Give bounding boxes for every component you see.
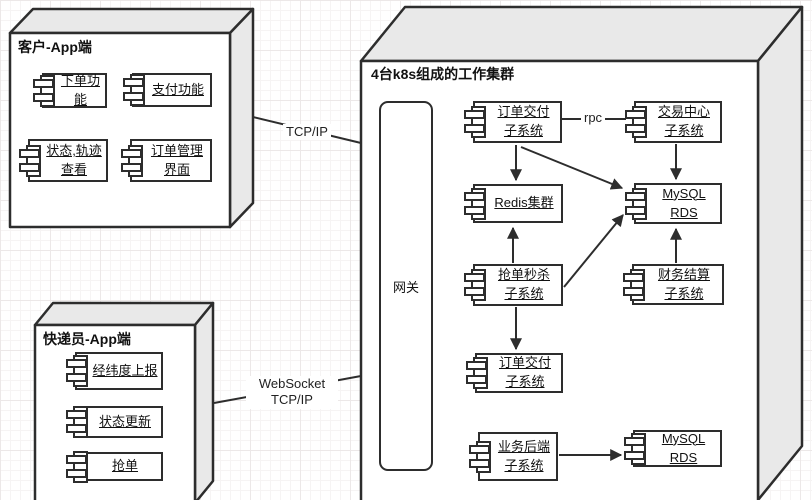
customer-app-title: 客户-App端 xyxy=(18,39,92,55)
component-label: Redis集群 xyxy=(494,195,554,211)
component-order-manage-ui[interactable]: 订单管理 界面 xyxy=(121,139,212,182)
component-label: 订单管理 界面 xyxy=(150,142,203,177)
component-label: 抢单秒杀 子系统 xyxy=(497,267,550,301)
component-label: MySQL RDS xyxy=(662,185,706,220)
component-biz-backend[interactable]: 业务后端 子系统 xyxy=(469,432,558,481)
component-grab-order[interactable]: 抢单 xyxy=(66,450,163,483)
gateway-label: 网关 xyxy=(392,279,419,295)
component-label: 交易中心 子系统 xyxy=(657,104,710,138)
edge-label-tcpip: TCP/IP xyxy=(283,124,331,141)
component-seckill[interactable]: 抢单秒杀 子系统 xyxy=(464,264,563,306)
component-mysql-rds-2[interactable]: MySQL RDS xyxy=(624,430,722,467)
gateway-node[interactable]: 网关 xyxy=(379,101,433,471)
component-status-update[interactable]: 状态更新 xyxy=(66,406,163,438)
component-order-delivery-2[interactable]: 订单交付 子系统 xyxy=(466,353,563,393)
component-payment[interactable]: 支付功能 xyxy=(123,73,212,107)
component-label: 经纬度上报 xyxy=(92,362,158,378)
component-label: 抢单 xyxy=(111,458,138,474)
component-geo-report[interactable]: 经纬度上报 xyxy=(66,352,163,390)
courier-app-title: 快递员-App端 xyxy=(43,331,131,347)
component-label: 订单交付 子系统 xyxy=(497,104,550,138)
component-label: 状态,轨迹 查看 xyxy=(46,142,102,177)
component-finance-settle[interactable]: 财务结算 子系统 xyxy=(623,264,724,305)
component-label: 状态更新 xyxy=(98,413,151,429)
component-label: 业务后端 子系统 xyxy=(497,438,550,473)
component-status-track[interactable]: 状态,轨迹 查看 xyxy=(19,139,108,182)
edge-orderdeliver-to-mysql xyxy=(520,146,624,190)
component-order-delivery-1[interactable]: 订单交付 子系统 xyxy=(464,101,562,143)
edge-label-rpc: rpc xyxy=(581,110,606,127)
component-label: 下单功能 xyxy=(60,72,100,107)
cluster-title: 4台k8s组成的工作集群 xyxy=(371,66,515,82)
component-trade-center[interactable]: 交易中心 子系统 xyxy=(625,101,722,143)
component-mysql-rds-1[interactable]: MySQL RDS xyxy=(625,183,722,224)
component-label: MySQL RDS xyxy=(661,430,706,465)
customer-app-node-box xyxy=(8,7,255,229)
component-label: 订单交付 子系统 xyxy=(498,355,551,389)
edge-seckill-to-mysql xyxy=(563,214,624,288)
component-label: 支付功能 xyxy=(151,81,204,97)
component-label: 财务结算 子系统 xyxy=(657,266,710,301)
component-redis-cluster[interactable]: Redis集群 xyxy=(464,184,563,223)
edge-label-websocket: WebSocket TCP/IP xyxy=(246,376,338,409)
component-place-order[interactable]: 下单功能 xyxy=(33,72,107,108)
